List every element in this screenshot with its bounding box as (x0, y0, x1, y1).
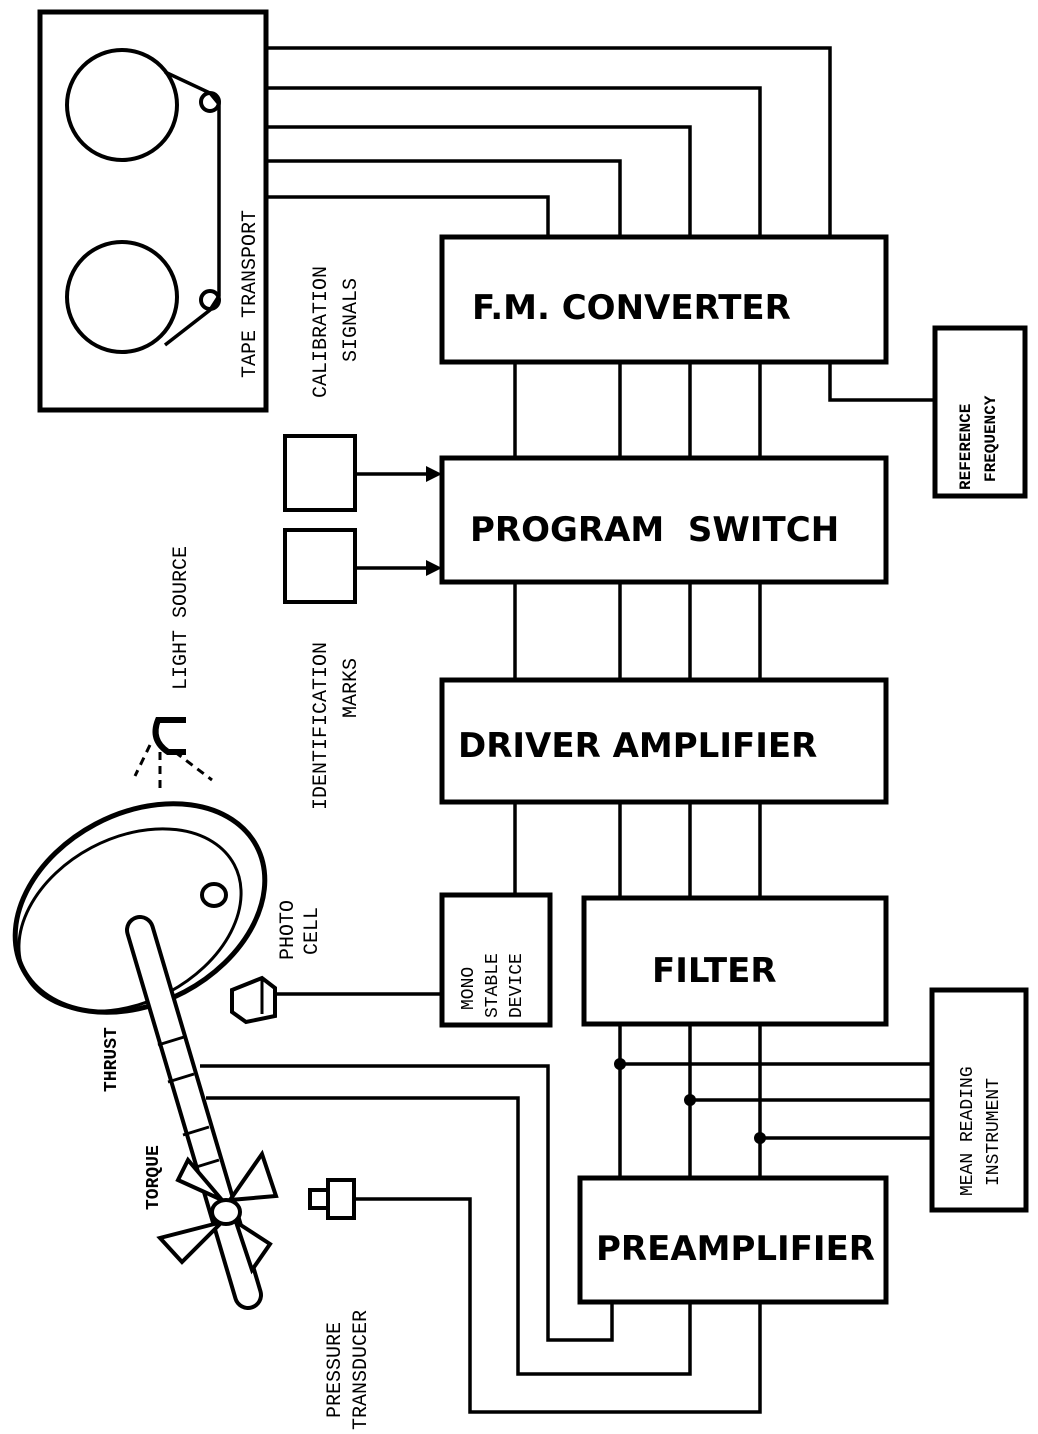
preamplifier-block (577, 1175, 889, 1305)
tape-transport: TAPE TRANSPORT (37, 9, 269, 413)
calibration-signal-box (283, 434, 357, 512)
tape-transport-frame (37, 9, 269, 413)
reference-frequency-line2: FREQUENCY (982, 395, 1000, 482)
identification-marks-line2: MARKS (340, 658, 363, 718)
converter-to-switch-wires (513, 362, 762, 458)
mean-reading-instrument-block (929, 987, 1029, 1213)
identification-mark-box (283, 528, 357, 604)
fm-converter-label: F.M. CONVERTER (472, 288, 791, 328)
reference-frequency-wire (828, 362, 935, 402)
pressure-wire (354, 1197, 762, 1414)
propeller-shaft (125, 915, 263, 1310)
pressure-transducer-line2: TRANSDUCER (350, 1310, 373, 1430)
reference-frequency-line1: REFERENCE (957, 404, 975, 490)
light-source-label: LIGHT SOURCE (170, 546, 193, 690)
driver-amplifier-block (439, 677, 889, 805)
filter-label: FILTER (652, 951, 777, 991)
tape-to-converter-wires (268, 46, 832, 237)
program-switch-block (439, 455, 889, 585)
mono-stable-device-block (439, 892, 553, 1028)
tape-reel-top (65, 48, 179, 162)
mean-reading-line1: MEAN READING (958, 1066, 978, 1196)
tape-reel-bottom (65, 240, 179, 354)
fm-converter-block (439, 234, 889, 365)
reference-frequency-block (932, 325, 1028, 499)
mean-reading-taps (614, 1058, 932, 1144)
propeller-blades (156, 1149, 279, 1275)
calibration-signals-line2: SIGNALS (340, 278, 363, 362)
calibration-signals-line1: CALIBRATION (310, 266, 333, 398)
identification-arrow-head (426, 560, 442, 576)
tape-transport-label: TAPE TRANSPORT (239, 210, 262, 378)
calibration-arrow-head (426, 466, 442, 482)
torque-label: TORQUE (144, 1145, 164, 1210)
pressure-transducer-icon (308, 1178, 356, 1220)
photo-cell-icon (230, 975, 277, 1025)
torque-wire (206, 1096, 692, 1376)
thrust-label: THRUST (102, 1027, 122, 1092)
light-source-icon (133, 717, 213, 790)
mono-stable-line3: DEVICE (507, 953, 527, 1018)
mono-stable-line2: STABLE (483, 953, 503, 1018)
thrust-wire (200, 1064, 614, 1342)
photo-cell-line1: PHOTO (277, 900, 300, 960)
preamplifier-label: PREAMPLIFIER (596, 1229, 875, 1269)
driver-to-filter-wires (513, 802, 762, 898)
switch-to-driver-wires (513, 582, 762, 680)
mean-reading-line2: INSTRUMENT (984, 1078, 1004, 1186)
identification-marks-line1: IDENTIFICATION (310, 642, 333, 810)
photo-cell-line2: CELL (301, 907, 324, 955)
filter-block (581, 895, 889, 1027)
driver-amplifier-label: DRIVER AMPLIFIER (458, 726, 817, 766)
program-switch-label: PROGRAM SWITCH (470, 510, 839, 550)
tape-path (163, 70, 221, 347)
mono-stable-line1: MONO (459, 967, 479, 1010)
pressure-transducer-line1: PRESSURE (324, 1322, 347, 1418)
